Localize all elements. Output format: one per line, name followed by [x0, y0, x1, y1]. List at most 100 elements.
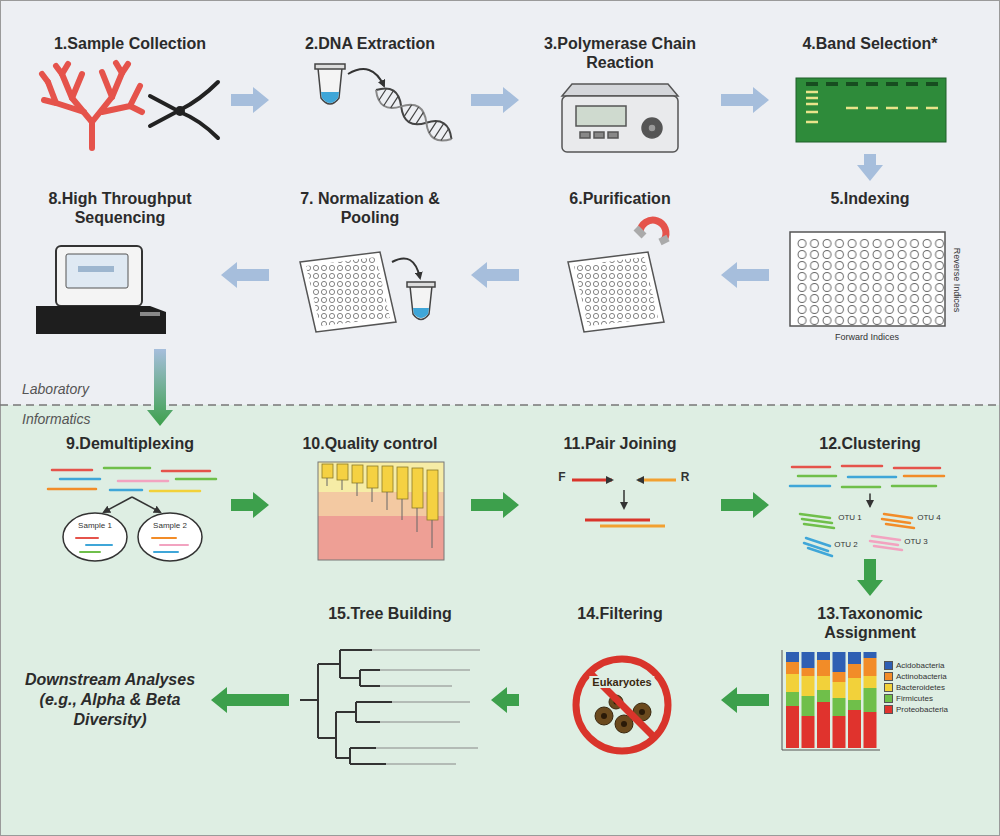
step-title: 2.DNA Extraction [275, 34, 465, 53]
sample-circles [152, 537, 176, 539]
tree-icon [300, 650, 480, 764]
flow-arrow [221, 262, 269, 288]
step-node: 13.Taxonomic Assignment [775, 600, 965, 765]
sequencer-icon [140, 312, 160, 316]
stacked-bar-chart [864, 712, 877, 748]
flow-arrow [721, 87, 769, 113]
coral-icon [42, 63, 142, 148]
gel-icon [906, 82, 918, 86]
index-plate [790, 232, 946, 326]
magnet-icon [636, 220, 668, 242]
annotation-label: Reverse Indices [951, 248, 961, 313]
stacked-bar-chart [833, 652, 846, 672]
dna-helix [371, 82, 456, 146]
read-lines [52, 469, 92, 472]
step-node: 8.High Throughput Sequencing [25, 185, 215, 345]
magnet-icon [636, 228, 668, 242]
tube-icon [410, 286, 432, 320]
purification-plate [574, 257, 658, 326]
step-node: 9.Demultiplexing [35, 430, 225, 555]
coral-icon [42, 63, 128, 82]
sample-circles [160, 544, 188, 546]
legend-text: Actinobacteria [896, 672, 947, 681]
stacked-bar-chart [848, 664, 861, 678]
clustering-icon [869, 494, 871, 506]
annotation-label: R [681, 471, 690, 484]
read-lines [150, 490, 200, 493]
legend-row: Acidobacteria [884, 660, 948, 671]
quality-chart [427, 470, 438, 520]
pcr-machine [648, 124, 656, 132]
step-title: 9.Demultiplexing [35, 434, 225, 453]
annotation-label: Eukaryotes [589, 676, 654, 688]
flow-arrow [471, 262, 519, 288]
stacked-bar-chart [817, 690, 830, 702]
stacked-bar-chart [786, 662, 799, 674]
stacked-bar-chart [833, 716, 846, 748]
flow-arrow [721, 492, 769, 518]
sample-circles [63, 513, 202, 561]
tube-icon [318, 68, 342, 104]
stacked-bar-chart [848, 678, 861, 700]
sample-circles [80, 551, 100, 553]
tube-icon [321, 92, 339, 103]
tree-icon [318, 702, 392, 764]
sample-circles [76, 538, 188, 552]
sample-circles [154, 551, 178, 553]
legend-row: Firmicutes [884, 693, 948, 704]
pair-joining-icon [638, 479, 676, 482]
stacked-bar-chart [817, 652, 830, 660]
read-lines [162, 470, 210, 473]
tube-icon [407, 282, 435, 320]
quality-chart [318, 462, 444, 560]
dna-helix [371, 82, 456, 146]
stacked-bar-chart [786, 674, 799, 692]
coral-icon [62, 74, 92, 148]
filter-icon [590, 673, 654, 737]
quality-chart [327, 478, 432, 548]
pliers-icon [177, 108, 183, 114]
gel-icon [826, 82, 838, 86]
dna-helix [371, 82, 456, 146]
sequencer-icon [66, 254, 128, 288]
sequencer-icon [36, 246, 166, 334]
read-lines [48, 488, 96, 491]
pcr-machine [562, 84, 678, 96]
annotation-label: Forward Indices [835, 333, 899, 343]
annotation-label: F [558, 471, 565, 484]
step-node: 4.Band Selection* [775, 30, 965, 150]
filter-icon [614, 700, 619, 705]
coral-icon [48, 82, 84, 112]
read-lines [176, 478, 216, 481]
pliers-icon [150, 96, 218, 138]
step-node: 3.Polymerase Chain Reaction [525, 30, 715, 150]
step-node: 15.Tree Building [295, 600, 485, 765]
curved-arrow [392, 258, 420, 278]
step-title: 7. Normalization & Pooling [275, 189, 465, 227]
stacked-bar-chart [802, 652, 815, 668]
coral-icon [130, 106, 142, 112]
split-arrow [104, 497, 132, 512]
lab-panel: Laboratory1.Sample Collection2.DNA Extra… [0, 0, 1000, 405]
annotation-label: OTU 1 [838, 514, 862, 523]
clustering-icon [904, 475, 944, 478]
pcr-machine [642, 118, 662, 138]
step-node: 12.Clustering [775, 430, 965, 555]
annotation-label: Sample 2 [153, 522, 187, 531]
step-node: 6.Purification [525, 185, 715, 345]
coral-icon [44, 100, 56, 103]
quality-chart [318, 462, 444, 492]
coral-icon [102, 86, 140, 112]
quality-chart [397, 467, 408, 499]
section-label: Informatics [22, 411, 90, 427]
step-title: 1.Sample Collection [35, 34, 225, 53]
pcr-machine [562, 96, 678, 152]
filter-icon [595, 695, 651, 733]
quality-chart [318, 492, 444, 516]
purification-plate [568, 252, 664, 332]
pliers-icon [150, 82, 218, 138]
